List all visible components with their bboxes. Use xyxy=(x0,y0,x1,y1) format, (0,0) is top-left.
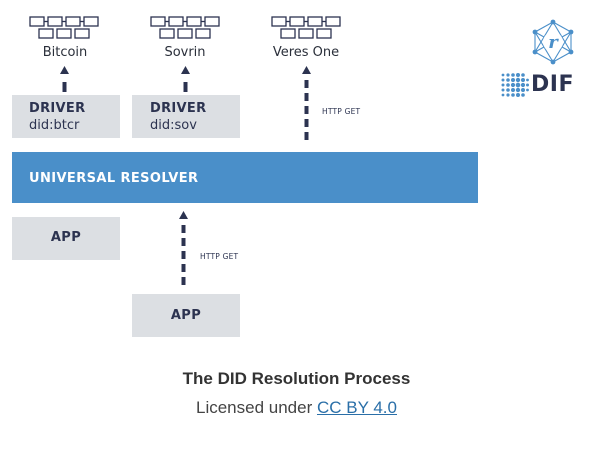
network-r-logo: r xyxy=(532,19,574,65)
blockchain-icon-sovrin xyxy=(150,16,220,39)
universal-resolver-label: UNIVERSAL RESOLVER xyxy=(29,171,199,186)
r-letter: r xyxy=(548,32,559,53)
app-box-bottom: APP xyxy=(132,294,240,337)
license-prefix: Licensed under xyxy=(196,398,317,417)
arrow-head-btcr xyxy=(60,66,69,74)
driver-box-sov: DRIVER did:sov xyxy=(132,95,240,138)
driver-title: DRIVER xyxy=(150,101,207,116)
http-get-label-top: HTTP GET xyxy=(322,107,361,116)
dif-logo-text: DIF xyxy=(531,72,574,97)
app-label: APP xyxy=(50,230,82,245)
driver-method: did:sov xyxy=(150,118,197,133)
driver-method: did:btcr xyxy=(29,118,80,133)
blockchain-icon-bitcoin xyxy=(29,16,99,39)
chain-label-sovrin: Sovrin xyxy=(164,45,206,60)
arrow-dash-sov xyxy=(183,82,188,92)
caption-title: The DID Resolution Process xyxy=(182,369,411,388)
blockchain-icon-veres-one xyxy=(271,16,341,39)
http-get-label-bottom: HTTP GET xyxy=(200,252,239,261)
license-link[interactable]: CC BY 4.0 xyxy=(316,398,397,417)
arrow-head-veres xyxy=(302,66,311,74)
arrow-head-app xyxy=(179,211,188,219)
universal-resolver-bar: UNIVERSAL RESOLVER xyxy=(12,152,478,203)
app-box-left: APP xyxy=(12,217,120,260)
driver-box-btcr: DRIVER did:btcr xyxy=(12,95,120,138)
caption-license: Licensed under CC BY 4.0 xyxy=(0,398,593,418)
app-label: APP xyxy=(170,308,202,323)
arrow-head-sov xyxy=(181,66,190,74)
driver-title: DRIVER xyxy=(29,101,86,116)
dif-dots-logo xyxy=(501,73,529,97)
chain-label-bitcoin: Bitcoin xyxy=(42,45,88,60)
chain-label-veres-one: Veres One xyxy=(272,45,340,60)
arrow-dash-btcr xyxy=(62,82,67,92)
